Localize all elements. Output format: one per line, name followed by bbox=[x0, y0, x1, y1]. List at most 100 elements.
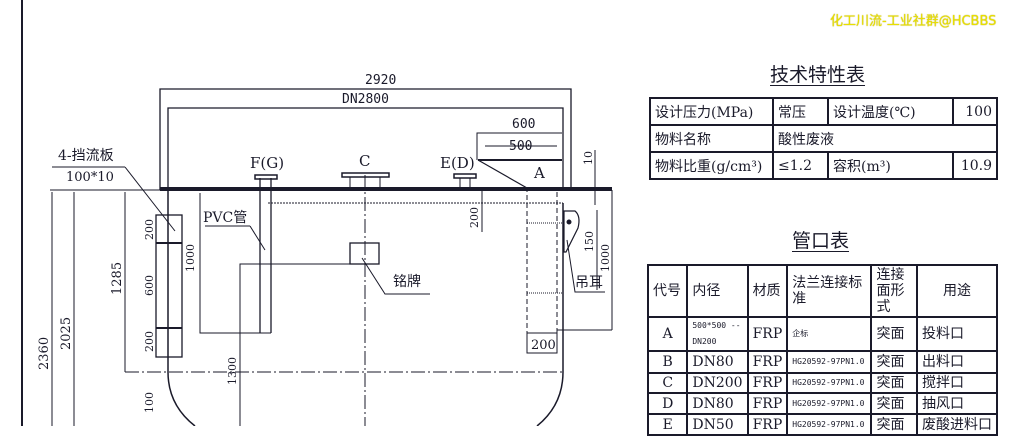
cell: 抽风口 bbox=[916, 392, 998, 415]
cell: 突面 bbox=[870, 392, 918, 415]
cell: 企标 bbox=[786, 316, 873, 352]
table-row: 物料比重(g/cm³) ≤1.2 容积(m³) 10.9 bbox=[649, 151, 998, 180]
cell: HG20592-97PN1.0 bbox=[786, 372, 873, 394]
dim-1285: 1285 bbox=[110, 262, 125, 295]
dim-1000-left: 1000 bbox=[184, 244, 197, 272]
cell: DN200 bbox=[686, 372, 749, 394]
nozzle-c-label: C bbox=[359, 152, 370, 170]
table-header-row: 代号 内径 材质 法兰连接标准 连接面形式 用途 bbox=[646, 264, 998, 318]
dim-200-bottom: 200 bbox=[143, 331, 156, 352]
baffle-leader bbox=[124, 166, 176, 232]
cell: 搅拌口 bbox=[916, 372, 998, 394]
pvc-label: PVC管 bbox=[203, 210, 247, 226]
table-row: 物料名称 酸性废液 bbox=[649, 124, 998, 153]
cell: 10.9 bbox=[952, 151, 998, 180]
dim-200-top: 200 bbox=[143, 219, 156, 240]
watermark: 化工川流-工业社群@HCBBS bbox=[830, 14, 997, 29]
nozzle-fg-label: F(G) bbox=[250, 154, 284, 172]
dim-1000-right: 1000 bbox=[599, 244, 612, 272]
pipe-table: 代号 内径 材质 法兰连接标准 连接面形式 用途 A 500*500 --DN2… bbox=[646, 264, 998, 436]
cell: 突面 bbox=[870, 372, 918, 394]
cell: FRP bbox=[746, 350, 789, 374]
cell: 设计温度(℃) bbox=[827, 97, 954, 126]
nameplate bbox=[349, 242, 380, 265]
nozzle-ed-label: E(D) bbox=[440, 154, 475, 172]
cell: FRP bbox=[746, 413, 789, 436]
cell: HG20592-97PN1.0 bbox=[786, 350, 873, 374]
header-cell: 法兰连接标准 bbox=[786, 264, 873, 318]
header-cell: 代号 bbox=[646, 264, 689, 318]
tech-table: 设计压力(MPa) 常压 设计温度(℃) 100 物料名称 酸性废液 物料比重(… bbox=[649, 97, 998, 180]
nozzle-a-label: A bbox=[533, 164, 545, 182]
nameplate-label: 铭牌 bbox=[393, 273, 421, 290]
cell: 酸性废液 bbox=[772, 124, 998, 153]
cell: 物料比重(g/cm³) bbox=[649, 151, 774, 180]
flange-fg bbox=[254, 174, 278, 180]
cell: 100 bbox=[952, 97, 998, 126]
table-row: E DN50 FRP HG20592-97PN1.0 突面 废酸进料口 bbox=[646, 413, 998, 436]
cell: 物料名称 bbox=[649, 124, 774, 153]
dim-150: 150 bbox=[583, 231, 596, 252]
cell: HG20592-97PN1.0 bbox=[786, 413, 873, 436]
tech-table-title: 技术特性表 bbox=[770, 64, 866, 86]
flange-ed bbox=[453, 173, 477, 179]
dim-2025: 2025 bbox=[59, 317, 74, 350]
dim-600-a: 600 bbox=[512, 117, 535, 132]
baffle-label: 4-挡流板 bbox=[58, 148, 114, 164]
dim-2920-line bbox=[159, 88, 572, 190]
dim-2360: 2360 bbox=[37, 337, 52, 370]
table-row: D DN80 FRP HG20592-97PN1.0 突面 抽风口 bbox=[646, 392, 998, 415]
header-cell: 连接面形式 bbox=[870, 264, 918, 318]
dim-1300: 1300 bbox=[226, 357, 239, 385]
cell: FRP bbox=[746, 392, 789, 415]
cell: ≤1.2 bbox=[772, 151, 829, 180]
table-row: B DN80 FRP HG20592-97PN1.0 突面 出料口 bbox=[646, 350, 998, 374]
cell: 投料口 bbox=[916, 316, 998, 352]
tank-right-wall bbox=[536, 203, 564, 426]
cell: FRP bbox=[746, 372, 789, 394]
cell: DN80 bbox=[686, 350, 749, 374]
cell: E bbox=[646, 413, 689, 436]
cell: 突面 bbox=[870, 350, 918, 374]
header-cell: 用途 bbox=[916, 264, 998, 318]
lifting-lug bbox=[563, 210, 580, 253]
dim-100: 100 bbox=[143, 392, 156, 413]
baffle-size: 100*10 bbox=[66, 170, 114, 185]
feed-chute bbox=[526, 189, 558, 334]
flange-c bbox=[341, 172, 390, 178]
cell: 出料口 bbox=[916, 350, 998, 374]
dim-200-a: 200 bbox=[531, 338, 556, 353]
tank-left-wall bbox=[167, 190, 196, 426]
table-row: A 500*500 --DN200 FRP 企标 突面 投料口 bbox=[646, 316, 998, 352]
tank-drawing: 2920 DN2800 2360 2025 1285 200 600 200 1… bbox=[21, 0, 613, 426]
cell: 500*500 --DN200 bbox=[686, 316, 749, 352]
cell: FRP bbox=[746, 316, 789, 352]
header-cell: 材质 bbox=[746, 264, 789, 318]
cell: 废酸进料口 bbox=[916, 413, 998, 436]
pipe-table-title: 管口表 bbox=[792, 230, 850, 252]
dim-200-ed: 200 bbox=[468, 207, 481, 228]
cell: C bbox=[646, 372, 689, 394]
dim-10: 10 bbox=[582, 151, 595, 165]
cell: 常压 bbox=[772, 97, 829, 126]
table-row: 设计压力(MPa) 常压 设计温度(℃) 100 bbox=[649, 97, 998, 126]
dim-dn-line bbox=[167, 107, 564, 190]
cell: A bbox=[646, 316, 689, 352]
cell: 容积(m³) bbox=[827, 151, 954, 180]
cell: 设计压力(MPa) bbox=[649, 97, 774, 126]
dim-600: 600 bbox=[143, 275, 156, 296]
cell: 突面 bbox=[870, 316, 918, 352]
cell: HG20592-97PN1.0 bbox=[786, 392, 873, 415]
baffle bbox=[155, 214, 183, 358]
lug-label: 吊耳 bbox=[575, 275, 603, 291]
dim-500-a: 500 bbox=[509, 139, 532, 154]
cell: D bbox=[646, 392, 689, 415]
table-row: C DN200 FRP HG20592-97PN1.0 突面 搅拌口 bbox=[646, 372, 998, 394]
header-cell: 内径 bbox=[686, 264, 749, 318]
dim-dn2800: DN2800 bbox=[342, 92, 389, 107]
cell: B bbox=[646, 350, 689, 374]
cell: 突面 bbox=[870, 413, 918, 436]
cell: DN50 bbox=[686, 413, 749, 436]
dim-2920: 2920 bbox=[365, 73, 396, 88]
cell: DN80 bbox=[686, 392, 749, 415]
